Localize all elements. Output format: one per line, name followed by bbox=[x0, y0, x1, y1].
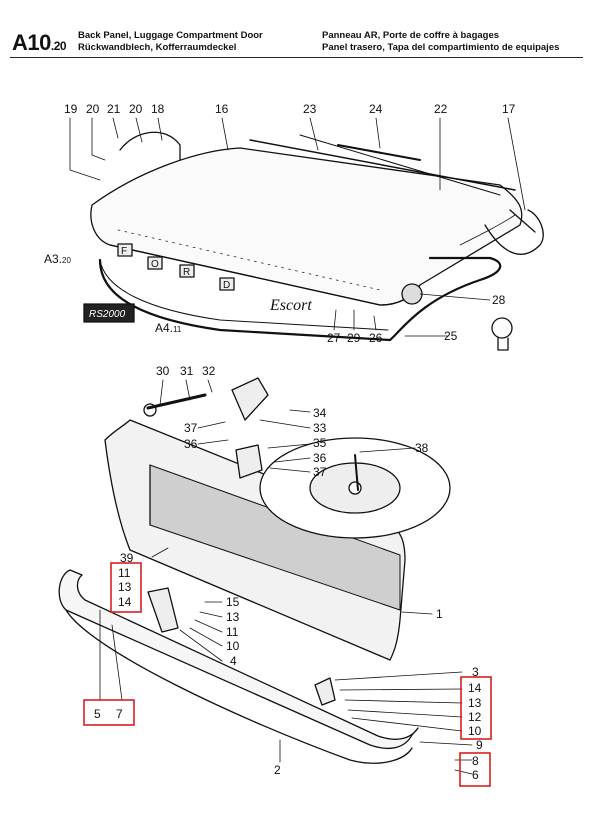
callout-13c: 13 bbox=[468, 696, 482, 710]
callout-16: 16 bbox=[215, 102, 229, 116]
callout-19: 19 bbox=[64, 102, 78, 116]
escort-script: Escort bbox=[269, 297, 312, 314]
letter-d: D bbox=[223, 280, 230, 291]
callout-28: 28 bbox=[492, 293, 506, 307]
latch bbox=[231, 377, 269, 421]
rs2000-badge bbox=[83, 303, 135, 323]
rod-bracket bbox=[337, 144, 421, 161]
weatherstrip bbox=[98, 256, 502, 342]
callout-15: 15 bbox=[226, 595, 240, 609]
callout-31: 31 bbox=[180, 364, 194, 378]
rear-bumper bbox=[58, 569, 419, 749]
callout-14b: 14 bbox=[468, 681, 482, 695]
title-left: Back Panel, Luggage Compartment Door Rüc… bbox=[78, 30, 263, 54]
page-code: A10.20 bbox=[12, 30, 67, 55]
callout-23: 23 bbox=[303, 102, 317, 116]
header-rule bbox=[10, 57, 583, 58]
callout-4: 4 bbox=[230, 654, 237, 668]
callout-8: 8 bbox=[472, 754, 479, 768]
callout-11b: 11 bbox=[226, 625, 239, 639]
callout-34: 34 bbox=[313, 406, 327, 420]
callout-13: 13 bbox=[118, 580, 132, 594]
callout-37: 37 bbox=[184, 421, 198, 435]
callout-2: 2 bbox=[274, 763, 281, 777]
callout-1: 1 bbox=[436, 607, 443, 621]
callout-38: 38 bbox=[415, 441, 429, 455]
callout-25: 25 bbox=[444, 329, 458, 343]
callout-29: 29 bbox=[347, 331, 361, 345]
callout-39: 39 bbox=[120, 551, 134, 565]
title-right: Panneau AR, Porte de coffre à bagages Pa… bbox=[322, 30, 559, 54]
callout-35: 35 bbox=[313, 436, 327, 450]
callout-17: 17 bbox=[502, 102, 516, 116]
highlight-box-8-6 bbox=[459, 752, 491, 787]
callout-36b: 36 bbox=[313, 451, 327, 465]
crossref-a4: A4.11 bbox=[155, 321, 182, 335]
callout-10: 10 bbox=[226, 639, 240, 653]
title-french: Panneau AR, Porte de coffre à bagages bbox=[322, 30, 500, 41]
callout-36: 36 bbox=[184, 437, 198, 451]
title-spanish: Panel trasero, Tapa del compartimiento d… bbox=[322, 42, 560, 53]
page-header: A10.20 Back Panel, Luggage Compartment D… bbox=[0, 0, 593, 60]
title-english: Back Panel, Luggage Compartment Door bbox=[78, 30, 263, 41]
callout-30: 30 bbox=[156, 364, 170, 378]
hinge-left bbox=[119, 131, 181, 161]
letter-r: R bbox=[183, 267, 190, 278]
highlight-box-11-13-14 bbox=[110, 562, 142, 613]
bumper-bracket-left bbox=[147, 587, 179, 633]
trunk-lid bbox=[90, 147, 523, 306]
callout-3: 3 bbox=[472, 665, 479, 679]
lock-emblem bbox=[401, 283, 423, 305]
callout-11: 11 bbox=[118, 566, 131, 580]
letter-o: O bbox=[151, 259, 159, 270]
highlight-box-5-7 bbox=[83, 699, 135, 726]
crossref-a3: A3.20 bbox=[44, 252, 71, 266]
badge-text: RS2000 bbox=[89, 309, 126, 320]
lock-cylinder bbox=[146, 393, 207, 410]
callout-37b: 37 bbox=[313, 465, 327, 479]
title-german: Rückwandblech, Kofferraumdeckel bbox=[78, 42, 237, 53]
callout-18: 18 bbox=[151, 102, 165, 116]
callout-13b: 13 bbox=[226, 610, 240, 624]
callout-5: 5 bbox=[94, 707, 101, 721]
bumper-bracket-right bbox=[314, 677, 336, 706]
highlight-box-14-13-12-10 bbox=[460, 676, 492, 740]
callout-22: 22 bbox=[434, 102, 448, 116]
callout-12: 12 bbox=[468, 710, 482, 724]
callout-21: 21 bbox=[107, 102, 121, 116]
callout-9: 9 bbox=[476, 738, 483, 752]
callout-26: 26 bbox=[369, 331, 383, 345]
callout-32: 32 bbox=[202, 364, 216, 378]
callout-10b: 10 bbox=[468, 724, 482, 738]
hinge-right bbox=[484, 209, 544, 255]
torsion-rod bbox=[249, 139, 516, 191]
letter-f: F bbox=[121, 246, 127, 257]
callout-24: 24 bbox=[369, 102, 383, 116]
callout-33: 33 bbox=[313, 421, 327, 435]
callout-14: 14 bbox=[118, 595, 132, 609]
callout-20: 20 bbox=[86, 102, 100, 116]
callout-7: 7 bbox=[116, 707, 123, 721]
callout-6: 6 bbox=[472, 768, 479, 782]
callout-27: 27 bbox=[327, 331, 341, 345]
callout-20b: 20 bbox=[129, 102, 143, 116]
